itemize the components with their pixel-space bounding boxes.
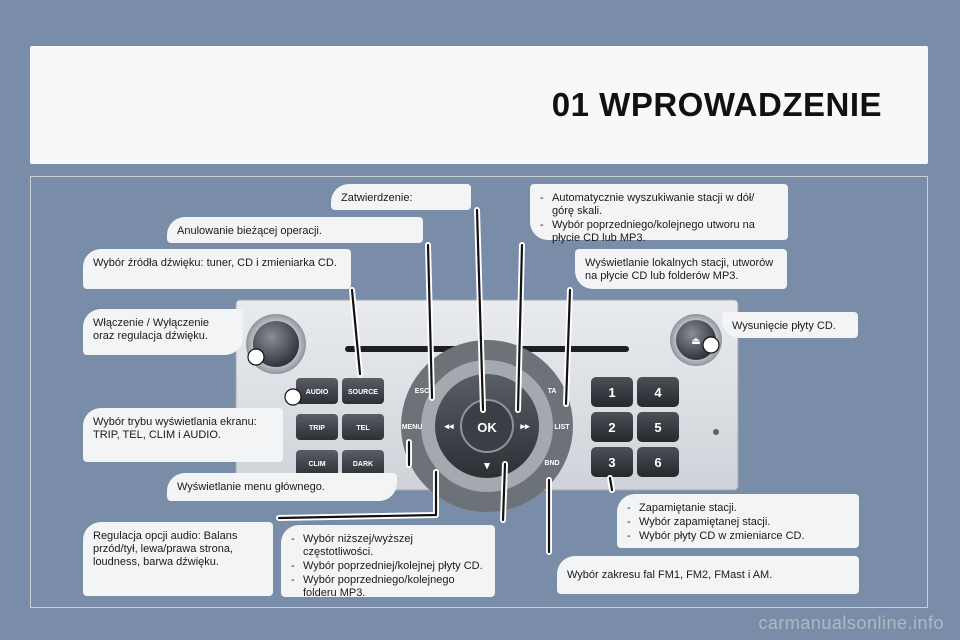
keypad-1: 1 bbox=[608, 385, 615, 400]
keypad-6: 6 bbox=[654, 455, 661, 470]
callout-eject-text: Wysunięcie płyty CD. bbox=[732, 320, 836, 332]
callout-frequency: Wybór niższej/wyższej częstotliwości. Wy… bbox=[281, 525, 495, 600]
leader-lines bbox=[276, 207, 615, 555]
esc-label: ESC bbox=[415, 388, 429, 395]
trip-label: TRIP bbox=[309, 425, 325, 432]
bnd-label: BND bbox=[544, 460, 559, 467]
eject-label: ⏏ bbox=[691, 336, 700, 347]
clim-label: CLIM bbox=[308, 461, 325, 468]
callout-audio-settings: Regulacja opcji audio: Balans przód/tył,… bbox=[83, 522, 273, 596]
source-button bbox=[342, 378, 384, 404]
callout-confirm-text: Zatwierdzenie: bbox=[341, 192, 413, 204]
callout-source: Wybór źródła dźwięku: tuner, CD i zmieni… bbox=[83, 249, 351, 289]
frequency-item: Wybór niższej/wyższej częstotliwości. bbox=[291, 533, 485, 559]
frequency-item: Wybór poprzedniego/kolejnego folderu MP3… bbox=[291, 574, 485, 600]
preset-key-1 bbox=[591, 377, 633, 407]
mode-buttons bbox=[296, 378, 384, 476]
audio-button bbox=[296, 378, 338, 404]
source-label: SOURCE bbox=[348, 389, 378, 396]
nav-cluster bbox=[401, 340, 573, 512]
callout-main-menu-text: Wyświetlanie menu głównego. bbox=[177, 481, 325, 493]
trip-button bbox=[296, 414, 338, 440]
callout-local-list: Wyświetlanie lokalnych stacji, utworów n… bbox=[575, 249, 787, 289]
auto-search-item: Automatycznie wyszukiwanie stacji w dół/… bbox=[540, 192, 778, 218]
tel-button bbox=[342, 414, 384, 440]
callout-display-mode-text: Wybór trybu wyświetlania ekranu: TRIP, T… bbox=[93, 416, 257, 441]
tel-label: TEL bbox=[356, 425, 370, 432]
dark-label: DARK bbox=[353, 461, 373, 468]
keypad-3: 3 bbox=[608, 455, 615, 470]
callout-auto-search: Automatycznie wyszukiwanie stacji w dół/… bbox=[530, 184, 788, 244]
callout-band: Wybór zakresu fal FM1, FM2, FMast i AM. bbox=[557, 556, 859, 594]
callout-confirm: Zatwierdzenie: bbox=[331, 184, 471, 210]
rew-label: ◂◂ bbox=[443, 421, 454, 431]
callout-presets: Zapamiętanie stacji. Wybór zapamiętanej … bbox=[617, 494, 859, 548]
watermark: carmanualsonline.info bbox=[758, 613, 944, 633]
keypad-5: 5 bbox=[654, 420, 661, 435]
keypad-4: 4 bbox=[654, 385, 662, 400]
list-label: LIST bbox=[554, 424, 570, 431]
ok-label: OK bbox=[477, 420, 497, 435]
menu-label: MENU bbox=[402, 424, 423, 431]
preset-keypad bbox=[591, 377, 679, 477]
callout-main-menu: Wyświetlanie menu głównego. bbox=[167, 473, 397, 501]
preset-key-3 bbox=[591, 447, 633, 477]
presets-item: Zapamiętanie stacji. bbox=[627, 502, 849, 515]
preset-key-5 bbox=[637, 412, 679, 442]
dark-button bbox=[342, 450, 384, 476]
callout-audio-settings-text: Regulacja opcji audio: Balans przód/tył,… bbox=[93, 530, 238, 568]
auto-search-item: Wybór poprzedniego/kolejnego utworu na p… bbox=[540, 219, 778, 245]
audio-label: AUDIO bbox=[306, 389, 329, 396]
reset-hole bbox=[713, 429, 719, 435]
header-panel: 01 WPROWADZENIE bbox=[30, 46, 928, 164]
ta-label: TA bbox=[548, 388, 557, 395]
callout-cancel: Anulowanie bieżącej operacji. bbox=[167, 217, 423, 243]
down-label: ▾ bbox=[483, 460, 490, 472]
presets-item: Wybór płyty CD w zmieniarce CD. bbox=[627, 530, 849, 543]
callout-local-list-text: Wyświetlanie lokalnych stacji, utworów n… bbox=[585, 257, 774, 282]
callout-display-mode: Wybór trybu wyświetlania ekranu: TRIP, T… bbox=[83, 408, 283, 462]
page-title: 01 WPROWADZENIE bbox=[551, 86, 882, 123]
callout-eject: Wysunięcie płyty CD. bbox=[722, 312, 858, 338]
presets-item: Wybór zapamiętanej stacji. bbox=[627, 516, 849, 529]
callout-band-text: Wybór zakresu fal FM1, FM2, FMast i AM. bbox=[567, 569, 773, 581]
frequency-item: Wybór poprzedniej/kolejnej płyty CD. bbox=[291, 560, 485, 573]
preset-key-4 bbox=[637, 377, 679, 407]
arrow-icon bbox=[247, 336, 720, 406]
content-frame bbox=[30, 176, 928, 608]
keypad-2: 2 bbox=[608, 420, 615, 435]
callout-power: Włączenie / Wyłączenie oraz regulacja dź… bbox=[83, 309, 243, 355]
ffw-label: ▸▸ bbox=[519, 421, 530, 431]
preset-key-6 bbox=[637, 447, 679, 477]
callout-cancel-text: Anulowanie bieżącej operacji. bbox=[177, 225, 322, 237]
callout-power-text: Włączenie / Wyłączenie oraz regulacja dź… bbox=[93, 317, 210, 342]
clim-button bbox=[296, 450, 338, 476]
preset-key-2 bbox=[591, 412, 633, 442]
callout-source-text: Wybór źródła dźwięku: tuner, CD i zmieni… bbox=[93, 257, 337, 269]
